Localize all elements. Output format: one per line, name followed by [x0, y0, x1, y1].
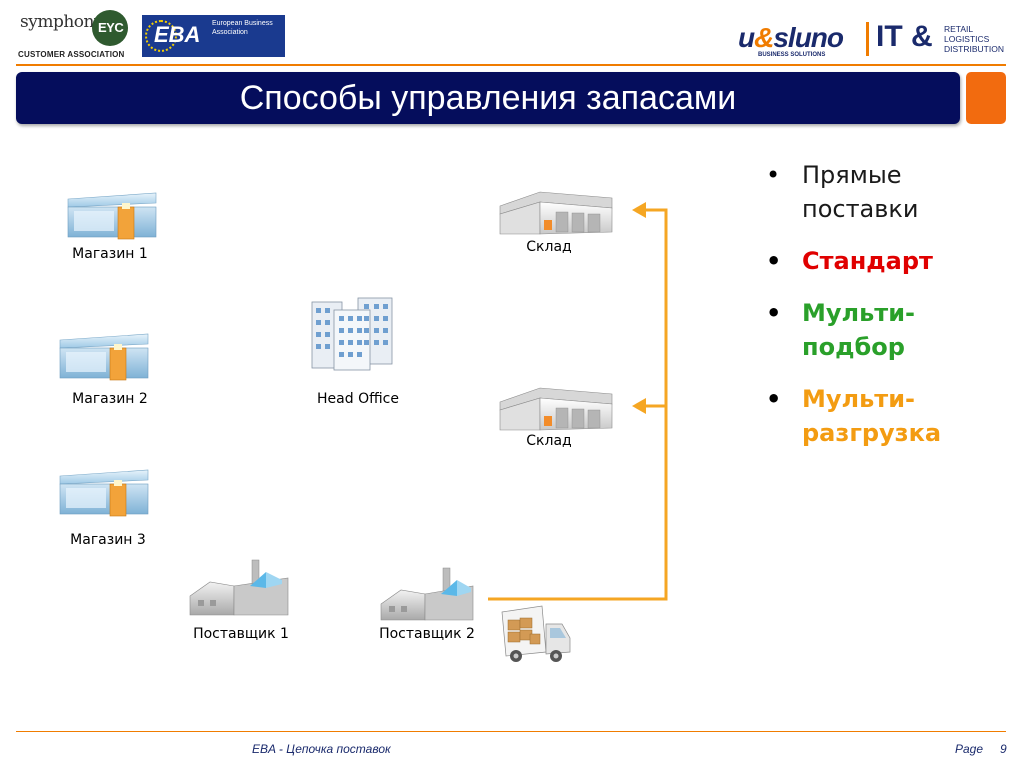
store-label: Магазин 1 [72, 246, 148, 262]
flow-arrows [488, 208, 668, 601]
logo-divider [866, 22, 869, 56]
symphony-eyc-logo: symphony EYC CUSTOMER ASSOCIATION [16, 10, 128, 60]
warehouse-label: Склад [526, 433, 572, 449]
usluno-logo-left: u [738, 22, 755, 53]
it-logo-word: IT & [876, 20, 933, 53]
bullet-icon: • [766, 299, 782, 327]
warehouse-label: Склад [526, 239, 572, 255]
eba-logo: EBA European Business Association [142, 15, 285, 57]
symphony-logo-word: symphony [20, 12, 104, 32]
symphony-logo-subtitle: CUSTOMER ASSOCIATION [18, 50, 125, 59]
title-accent-tab [966, 72, 1006, 124]
usluno-logo-amp: & [754, 22, 774, 53]
usluno-logo: u&sluno [738, 22, 844, 54]
eba-logo-word: EBA [154, 22, 201, 47]
it-logo-line: LOGISTICS [944, 34, 990, 44]
list-item: • Стандарт [766, 244, 1016, 278]
it-logo-lines: RETAIL LOGISTICS DISTRIBUTION [944, 24, 1004, 54]
bullet-text: Стандарт [802, 247, 933, 275]
it-logo-line: DISTRIBUTION [944, 44, 1004, 54]
eu-stars-icon [145, 20, 177, 52]
factory-icon [189, 559, 289, 616]
eyc-badge-text: EYC [98, 20, 124, 35]
bullet-text: Мульти-подбор [802, 299, 915, 361]
slide-title: Способы управления запасами [239, 79, 737, 117]
store-label: Магазин 3 [70, 532, 146, 548]
eba-logo-subtitle: European Business Association [212, 20, 273, 36]
bullet-text: Прямые поставки [802, 161, 919, 223]
supplier-label: Поставщик 1 [193, 626, 289, 642]
title-bar: Способы управления запасами [16, 72, 960, 124]
supplier-label: Поставщик 2 [379, 626, 475, 642]
bullet-text: Мульти-разгрузка [802, 385, 942, 447]
store-icon [67, 192, 157, 240]
page-number: 9 [1000, 742, 1007, 756]
warehouse-icon [499, 191, 613, 235]
delivery-truck-icon [501, 605, 571, 662]
method-list: • Прямые поставки • Стандарт • Мульти-подбо… [766, 158, 1016, 468]
bullet-icon: • [766, 247, 782, 275]
store-label: Магазин 2 [72, 391, 148, 407]
warehouse-icon [499, 387, 613, 431]
footer-caption: EBA - Цепочка поставок [252, 742, 391, 756]
it-logo-line: RETAIL [944, 24, 974, 34]
eyc-badge-icon [92, 10, 128, 46]
footer-divider [16, 731, 1006, 732]
store-icon [59, 469, 149, 517]
office-building-icon [311, 297, 393, 371]
arrow-head-icon [632, 202, 646, 218]
head-office-label: Head Office [317, 391, 399, 407]
bullet-icon: • [766, 385, 782, 413]
usluno-logo-right: sluno [773, 22, 844, 53]
page-label: Page [955, 742, 984, 756]
store-icon [59, 333, 149, 381]
bullet-icon: • [766, 161, 781, 189]
list-item: • Прямые поставки [766, 158, 1016, 226]
factory-icon [380, 567, 474, 621]
header-divider [16, 64, 1006, 66]
usluno-logo-subtitle: BUSINESS SOLUTIONS [758, 52, 826, 58]
arrow-head-icon [632, 398, 646, 414]
list-item: • Мульти-разгрузка [766, 382, 1016, 450]
list-item: • Мульти-подбор [766, 296, 1016, 364]
